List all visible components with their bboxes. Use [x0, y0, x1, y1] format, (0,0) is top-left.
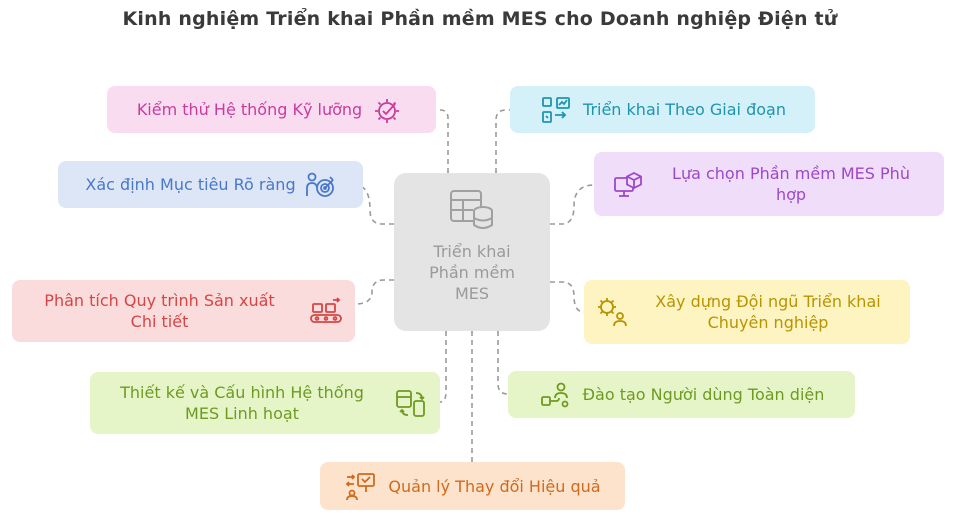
link-dao-tao: [497, 331, 509, 395]
node-quy-trinh-line2: Chi tiết: [130, 312, 189, 331]
people-connect-icon: [540, 382, 569, 407]
node-muc-tieu-label: Xác định Mục tiêu Rõ ràng: [85, 175, 296, 194]
node-doi-ngu-line1: Xây dựng Đội ngũ Triển khai: [655, 292, 881, 311]
monitor-box-icon: [614, 171, 642, 197]
center-label-line2: Phần mềm: [429, 263, 515, 282]
node-dao-tao-label: Đào tạo Người dùng Toàn diện: [582, 385, 825, 404]
node-thiet-ke: Thiết kế và Cấu hình Hệ thống MES Linh h…: [90, 372, 440, 434]
node-dao-tao: Đào tạo Người dùng Toàn diện: [508, 371, 855, 418]
node-trien-khai: Triển khai Theo Giai đoạn: [510, 86, 815, 133]
link-trien-khai: [495, 109, 510, 173]
target-person-icon: [305, 172, 334, 197]
node-thiet-ke-line1: Thiết kế và Cấu hình Hệ thống: [120, 383, 364, 402]
team-gear-icon: [598, 298, 627, 327]
node-muc-tieu: Xác định Mục tiêu Rõ ràng: [58, 161, 363, 208]
node-lua-chon: Lựa chọn Phần mềm MES Phù hợp: [594, 152, 944, 216]
link-lua-chon: [550, 184, 595, 225]
diagram-title: Kinh nghiệm Triển khai Phần mềm MES cho …: [122, 8, 838, 30]
gear-check-icon: [375, 98, 400, 123]
node-quan-ly: Quản lý Thay đổi Hiệu quả: [320, 462, 625, 510]
node-lua-chon-line2: hợp: [775, 185, 807, 204]
node-thiet-ke-line2: MES Linh hoạt: [185, 404, 299, 423]
center-node: Triển khai Phần mềm MES: [394, 173, 550, 331]
node-quy-trinh-line1: Phân tích Quy trình Sản xuất: [44, 291, 275, 310]
node-kiem-thu: Kiểm thử Hệ thống Kỹ lưỡng: [107, 86, 436, 133]
device-sync-icon: [396, 390, 425, 417]
node-trien-khai-label: Triển khai Theo Giai đoạn: [583, 100, 786, 119]
node-kiem-thu-label: Kiểm thử Hệ thống Kỹ lưỡng: [136, 100, 363, 119]
conveyor-icon: [309, 297, 342, 323]
link-kiem-thu: [436, 109, 449, 173]
node-lua-chon-line1: Lựa chọn Phần mềm MES Phù: [672, 164, 910, 183]
stages-icon: [542, 96, 570, 123]
link-doi-ngu: [550, 281, 585, 313]
node-doi-ngu: Xây dựng Đội ngũ Triển khai Chuyên nghiệ…: [584, 280, 910, 344]
link-quy-trinh: [354, 279, 394, 305]
node-quan-ly-label: Quản lý Thay đổi Hiệu quả: [388, 476, 601, 496]
presentation-arrows-icon: [346, 473, 376, 501]
link-thiet-ke: [439, 331, 447, 403]
center-label-line1: Triển khai: [433, 242, 511, 261]
node-quy-trinh: Phân tích Quy trình Sản xuất Chi tiết: [12, 280, 355, 342]
node-doi-ngu-line2: Chuyên nghiệp: [707, 313, 829, 332]
database-table-icon: [450, 190, 493, 229]
center-label-line3: MES: [454, 284, 490, 303]
